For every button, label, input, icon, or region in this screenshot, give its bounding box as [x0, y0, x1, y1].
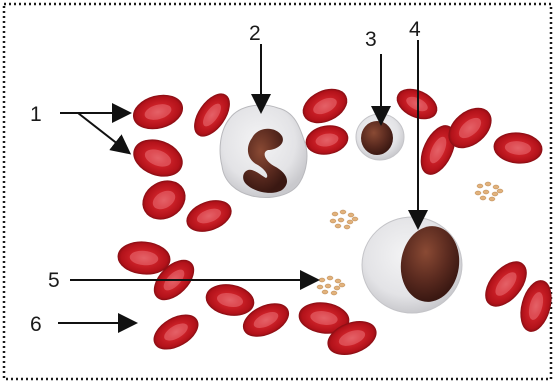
platelet-cluster — [475, 182, 503, 201]
platelet — [330, 219, 336, 223]
label-1: 1 — [30, 103, 42, 126]
red-blood-cell — [129, 133, 188, 182]
platelet — [335, 224, 341, 228]
platelet — [492, 192, 498, 196]
platelet — [352, 217, 358, 221]
platelet — [325, 284, 331, 288]
platelet — [348, 213, 354, 217]
platelet — [485, 182, 491, 186]
platelet — [483, 190, 489, 194]
red-blood-cell — [183, 195, 236, 237]
platelet — [480, 196, 486, 200]
platelet — [317, 285, 323, 289]
red-blood-cell — [130, 90, 187, 134]
platelet — [475, 191, 481, 195]
large-white-cell — [362, 217, 464, 313]
platelet — [347, 220, 353, 224]
platelet-cluster — [330, 210, 358, 229]
platelet — [331, 291, 337, 295]
label-4: 4 — [409, 18, 421, 41]
red-blood-cell — [298, 83, 352, 130]
platelet — [493, 185, 499, 189]
neutrophil — [220, 105, 307, 197]
platelet — [477, 184, 483, 188]
platelet — [327, 276, 333, 280]
platelet — [489, 197, 495, 201]
platelet — [338, 218, 344, 222]
platelet-cluster — [317, 276, 345, 295]
red-blood-cell — [493, 131, 543, 165]
platelet — [319, 278, 325, 282]
label-6: 6 — [30, 313, 42, 336]
red-blood-cell — [136, 173, 192, 226]
platelet — [497, 189, 503, 193]
platelet — [335, 279, 341, 283]
platelet — [322, 290, 328, 294]
label-3: 3 — [365, 28, 377, 51]
platelet — [340, 210, 346, 214]
platelet — [344, 225, 350, 229]
label-2: 2 — [249, 22, 261, 45]
red-blood-cell — [204, 281, 256, 319]
red-blood-cell — [148, 308, 204, 356]
arrow-1b — [78, 113, 128, 152]
platelet — [334, 286, 340, 290]
label-5: 5 — [48, 269, 60, 292]
platelet — [332, 212, 338, 216]
red-blood-cell — [304, 123, 350, 158]
platelet — [339, 283, 345, 287]
